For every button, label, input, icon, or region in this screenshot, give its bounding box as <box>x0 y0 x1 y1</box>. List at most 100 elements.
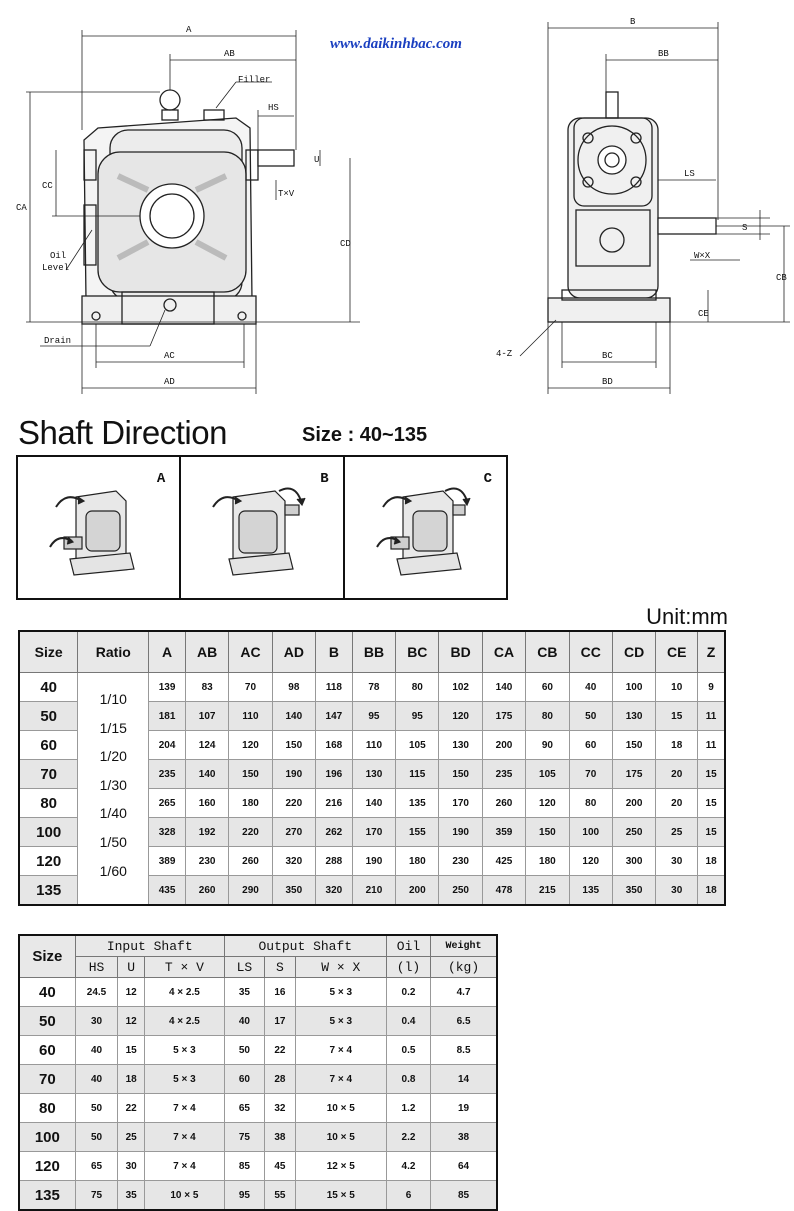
table-cell: 15 <box>117 1035 146 1065</box>
table-cell: 14 <box>430 1064 498 1094</box>
table-cell: 120 <box>568 846 613 876</box>
column-header: AC <box>228 630 273 673</box>
table-cell: 170 <box>438 788 483 818</box>
table-cell: 107 <box>184 701 230 731</box>
table-cell: 65 <box>74 1151 119 1181</box>
table-cell: 250 <box>611 817 657 847</box>
column-header: CB <box>525 630 570 673</box>
weight-header: Weight <box>430 934 498 957</box>
table-cell: 22 <box>117 1093 146 1123</box>
table-cell: 11 <box>697 730 726 760</box>
table-cell: 18 <box>697 875 726 906</box>
column-header: Ratio <box>77 630 150 673</box>
table-cell: 389 <box>148 846 186 876</box>
option-label: C <box>483 471 492 487</box>
table-cell: 18 <box>697 846 726 876</box>
table-cell: 0.2 <box>385 977 432 1007</box>
table-cell: 150 <box>228 759 273 789</box>
table-cell: 110 <box>351 730 397 760</box>
column-header: CA <box>481 630 527 673</box>
column-header: A <box>148 630 186 673</box>
table-cell: 7 × 4 <box>144 1093 225 1123</box>
table-cell: 180 <box>395 846 440 876</box>
table-cell: 230 <box>184 846 230 876</box>
shaft-direction-title: Shaft Direction <box>18 414 227 451</box>
table-cell: 118 <box>315 672 353 702</box>
dim-label-ad: AD <box>164 377 175 387</box>
table-cell: 100 <box>611 672 657 702</box>
table-cell: 80 <box>568 788 613 818</box>
table-cell: 328 <box>148 817 186 847</box>
table-cell: 180 <box>228 788 273 818</box>
dim-label-bd: BD <box>602 377 613 387</box>
table-cell: 70 <box>568 759 613 789</box>
shaft-spec-table: Size Input Shaft Output Shaft Oil Weight… <box>18 934 498 1211</box>
table-cell: 130 <box>351 759 397 789</box>
shaft-direction-option-c: C <box>345 457 506 598</box>
gearbox-rotation-icon <box>212 487 306 576</box>
table-cell: 140 <box>351 788 397 818</box>
table-cell: 4.7 <box>430 977 498 1007</box>
table-cell: 40 <box>74 1035 119 1065</box>
table-cell: 17 <box>264 1006 296 1036</box>
table-cell: 250 <box>438 875 483 906</box>
website-url: www.daikinhbac.com <box>330 36 462 52</box>
table-cell: 235 <box>148 759 186 789</box>
table-cell: 12 <box>117 1006 146 1036</box>
table-cell: 60 <box>568 730 613 760</box>
table-cell: 288 <box>315 846 353 876</box>
table-cell: 180 <box>525 846 570 876</box>
table-cell: 95 <box>223 1180 266 1211</box>
table-cell: 12 × 5 <box>294 1151 387 1181</box>
size-cell: 120 <box>18 1151 76 1181</box>
table-cell: 15 <box>697 817 726 847</box>
table-cell: 95 <box>351 701 397 731</box>
table-cell: 11 <box>697 701 726 731</box>
table-cell: 120 <box>228 730 273 760</box>
table-cell: 70 <box>228 672 273 702</box>
size-cell: 40 <box>18 977 76 1007</box>
sub-header: U <box>117 956 146 978</box>
column-header: CC <box>568 630 613 673</box>
drain-label: Drain <box>44 336 71 346</box>
table-cell: 15 <box>655 701 699 731</box>
table-cell: 4 × 2.5 <box>144 977 225 1007</box>
table-cell: 30 <box>655 846 699 876</box>
table-cell: 4.2 <box>385 1151 432 1181</box>
table-cell: 190 <box>271 759 317 789</box>
table-cell: 150 <box>611 730 657 760</box>
gearbox-rotation-icon <box>49 490 135 576</box>
table-cell: 140 <box>481 672 527 702</box>
table-cell: 160 <box>184 788 230 818</box>
table-cell: 10 <box>655 672 699 702</box>
table-cell: 9 <box>697 672 726 702</box>
dim-label-s: S <box>742 223 747 233</box>
dim-label-cd: CD <box>340 239 351 249</box>
oil-label: Oil <box>50 251 66 261</box>
table-cell: 170 <box>351 817 397 847</box>
table-cell: 20 <box>655 788 699 818</box>
dim-label-cb: CB <box>776 273 787 283</box>
table-cell: 20 <box>655 759 699 789</box>
table-cell: 100 <box>568 817 613 847</box>
table-cell: 190 <box>351 846 397 876</box>
dim-label-bc: BC <box>602 351 613 361</box>
table-cell: 15 <box>697 788 726 818</box>
table-cell: 320 <box>315 875 353 906</box>
table-cell: 350 <box>271 875 317 906</box>
table-cell: 155 <box>395 817 440 847</box>
size-cell: 135 <box>18 875 79 906</box>
table-cell: 139 <box>148 672 186 702</box>
table-cell: 38 <box>430 1122 498 1152</box>
table-cell: 110 <box>228 701 273 731</box>
table-cell: 78 <box>351 672 397 702</box>
table-cell: 181 <box>148 701 186 731</box>
size-cell: 100 <box>18 1122 76 1152</box>
size-cell: 50 <box>18 1006 76 1036</box>
table-cell: 290 <box>228 875 273 906</box>
